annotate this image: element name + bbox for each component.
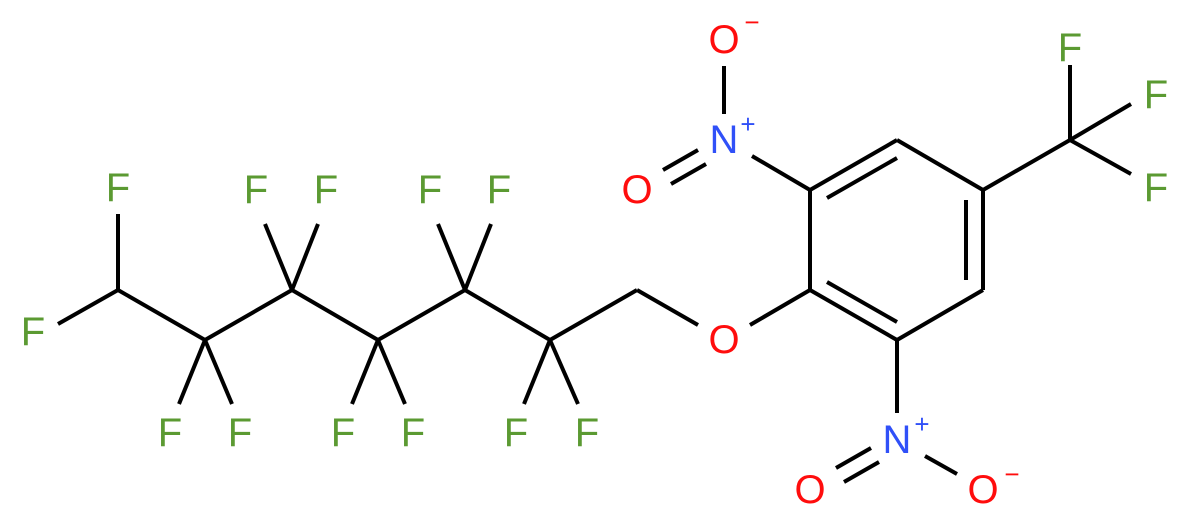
negative-charge: − (744, 7, 759, 37)
fluorine-atom: F (228, 411, 252, 455)
fluorine-atom: F (487, 168, 511, 212)
fluorine-atom: F (504, 411, 528, 455)
fluorine-atom: F (106, 166, 130, 210)
ether-oxygen-atom: O (708, 318, 739, 362)
fluorine-atom: F (1058, 26, 1082, 70)
fluorine-atom: F (1144, 166, 1168, 210)
fluorine-atom: F (331, 411, 355, 455)
oxygen-anion-bottom: O (967, 468, 998, 512)
fluorine-atom: F (158, 411, 182, 455)
atom-labels: F F F F F F F F F F F F O N + O − O N + … (21, 7, 1168, 512)
nitrogen-atom-top: N (710, 118, 739, 162)
bonds (57, 65, 1133, 484)
fluorine-atom: F (418, 168, 442, 212)
nitrogen-atom-bottom: N (883, 418, 912, 462)
oxygen-double-bottom: O (794, 468, 825, 512)
positive-charge: + (740, 109, 755, 139)
positive-charge: + (914, 409, 929, 439)
fluorine-atom: F (401, 411, 425, 455)
fluorine-atom: F (575, 411, 599, 455)
fluorine-atom: F (1144, 73, 1168, 117)
fluorine-atom: F (244, 168, 268, 212)
fluorine-atom: F (21, 310, 45, 354)
fluorine-atom: F (314, 168, 338, 212)
oxygen-anion-top: O (708, 18, 739, 62)
negative-charge: − (1004, 459, 1019, 489)
oxygen-double-top: O (621, 168, 652, 212)
